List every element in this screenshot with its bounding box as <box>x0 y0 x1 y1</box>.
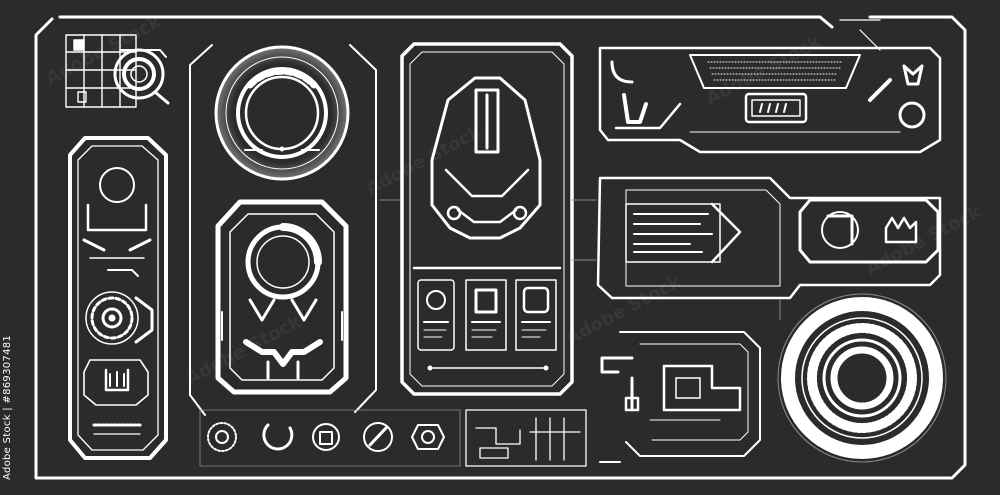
outer-frame <box>34 15 967 480</box>
tall-panel-left <box>68 136 168 460</box>
vehicle-panel-center <box>400 42 574 396</box>
stock-id-label: Adobe Stock | #869307481 <box>2 240 16 480</box>
circular-gauge-top <box>214 45 350 181</box>
sensor-module-topleft <box>65 34 170 108</box>
data-panel-rightmiddle <box>596 176 942 300</box>
shield-frame-module <box>215 199 349 395</box>
stock-id-text: Adobe Stock | #869307481 <box>2 334 13 480</box>
icon-strip-bottom <box>199 409 461 467</box>
banner-panel-topright <box>598 19 942 154</box>
schematic-panel-bottom <box>465 409 587 467</box>
bracket-frame-left <box>189 44 377 416</box>
schematic-bottom-center <box>599 331 761 463</box>
connector-lines <box>379 199 781 321</box>
ring-gauge-bottomright <box>777 293 947 463</box>
